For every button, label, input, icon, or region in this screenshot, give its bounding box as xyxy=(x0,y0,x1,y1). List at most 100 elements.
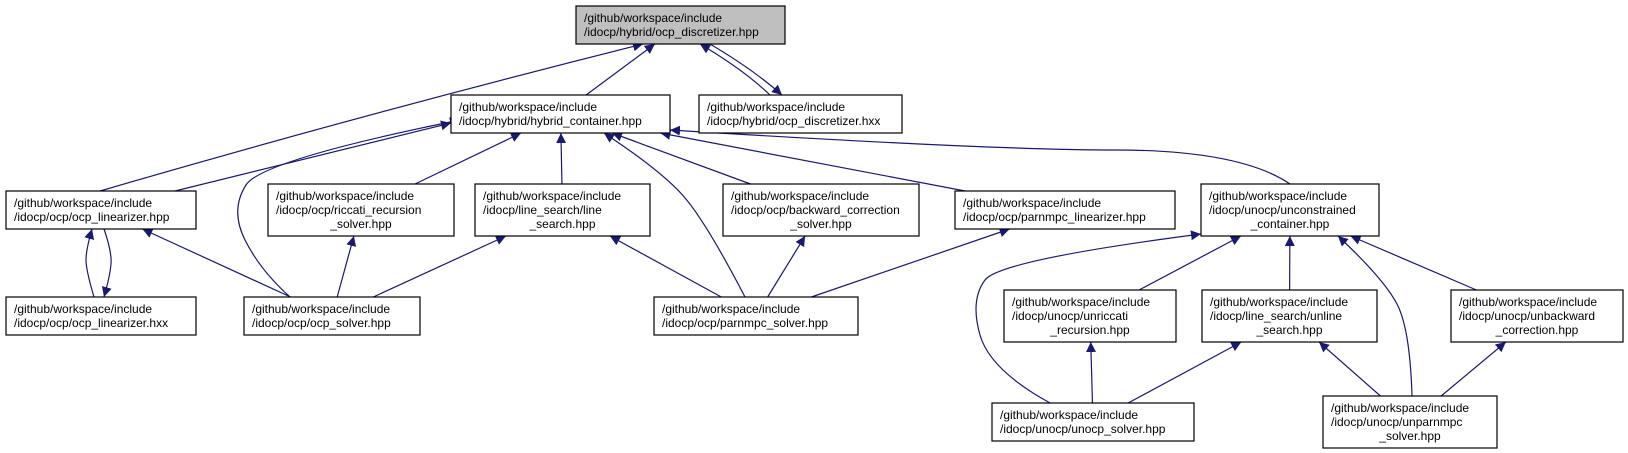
node-box xyxy=(1201,289,1378,343)
node-label-line: _solver.hpp xyxy=(329,217,392,231)
node-ocp_linearizer_hxx[interactable]: /github/workspace/include/idocp/ocp/ocp_… xyxy=(5,296,197,336)
node-label-line: /idocp/hybrid/hybrid_container.hpp xyxy=(459,114,642,128)
edge-unparnmpc_solver_hpp-to-unconstrained_container_hpp xyxy=(1337,235,1413,397)
node-unline_search_hpp[interactable]: /github/workspace/include/idocp/line_sea… xyxy=(1201,289,1378,343)
node-label-line: /github/workspace/include xyxy=(459,100,597,114)
node-label-line: /github/workspace/include xyxy=(1331,401,1469,415)
edge-parnmpc_linearizer_hpp-to-hybrid_container_hpp xyxy=(660,129,966,192)
node-label-line: /idocp/ocp/parnmpc_solver.hpp xyxy=(662,316,828,330)
node-unriccati_recursion_hpp[interactable]: /github/workspace/include/idocp/unocp/un… xyxy=(1003,289,1177,343)
edge-ocp_solver_hpp-to-line_search_hpp xyxy=(373,235,507,298)
edge-ocp_linearizer_hxx-to-ocp_linearizer_hpp xyxy=(84,228,95,298)
edge-unparnmpc_solver_hpp-to-unbackward_correction_hpp xyxy=(1440,341,1507,397)
node-label-line: /github/workspace/include xyxy=(14,302,152,316)
edge-parnmpc_solver_hpp-to-hybrid_container_hpp xyxy=(603,132,746,298)
edge-ocp_discretizer_hxx-to-ocp_discretizer_hpp xyxy=(699,43,771,96)
node-ocp_discretizer_hpp[interactable]: /github/workspace/include/idocp/hybrid/o… xyxy=(575,5,786,45)
node-box xyxy=(1450,289,1624,343)
node-label-line: /idocp/unocp/unriccati xyxy=(1012,309,1128,323)
node-label-line: _solver.hpp xyxy=(789,217,852,231)
edge-ocp_solver_hpp-to-ocp_linearizer_hpp xyxy=(142,228,291,298)
node-label-line: /github/workspace/include xyxy=(483,189,621,203)
node-box xyxy=(722,183,920,237)
node-label-line: /github/workspace/include xyxy=(1209,189,1347,203)
node-label-line: _correction.hpp xyxy=(1495,323,1579,337)
edge-parnmpc_solver_hpp-to-line_search_hpp xyxy=(609,235,722,298)
edge-line_search_hpp-to-hybrid_container_hpp xyxy=(556,132,567,185)
edge-unbackward_correction_hpp-to-unconstrained_container_hpp xyxy=(1350,235,1477,291)
node-box xyxy=(954,190,1176,230)
node-box xyxy=(5,296,197,336)
node-parnmpc_linearizer_hpp[interactable]: /github/workspace/include/idocp/ocp/parn… xyxy=(954,190,1176,230)
node-backward_correction_solver_hpp[interactable]: /github/workspace/include/idocp/ocp/back… xyxy=(722,183,920,237)
node-label-line: /idocp/ocp/ocp_linearizer.hxx xyxy=(14,316,168,330)
edge-ocp_solver_hpp-to-riccati_recursion_solver_hpp xyxy=(336,235,357,298)
node-ocp_solver_hpp[interactable]: /github/workspace/include/idocp/ocp/ocp_… xyxy=(243,296,421,336)
node-hybrid_container_hpp[interactable]: /github/workspace/include/idocp/hybrid/h… xyxy=(450,94,671,134)
node-ocp_discretizer_hxx[interactable]: /github/workspace/include/idocp/hybrid/o… xyxy=(698,94,903,134)
node-label-line: /github/workspace/include xyxy=(731,189,869,203)
node-label-line: /idocp/line_search/unline xyxy=(1210,309,1342,323)
node-label-line: /idocp/ocp/parnmpc_linearizer.hpp xyxy=(963,210,1146,224)
node-label-line: /github/workspace/include xyxy=(276,189,414,203)
node-unconstrained_container_hpp[interactable]: /github/workspace/include/idocp/unocp/un… xyxy=(1200,183,1380,237)
node-label-line: /github/workspace/include xyxy=(1000,408,1138,422)
node-box xyxy=(474,183,651,237)
edge-unocp_solver_hpp-to-unriccati_recursion_hpp xyxy=(1086,341,1097,404)
node-label-line: /github/workspace/include xyxy=(662,302,800,316)
node-box xyxy=(575,5,786,45)
edge-ocp_linearizer_hpp-to-ocp_linearizer_hxx xyxy=(101,228,112,298)
node-label-line: /github/workspace/include xyxy=(1012,295,1150,309)
node-label-line: _container.hpp xyxy=(1250,217,1330,231)
node-label-line: /github/workspace/include xyxy=(707,100,845,114)
node-unbackward_correction_hpp[interactable]: /github/workspace/include/idocp/unocp/un… xyxy=(1450,289,1624,343)
edge-backward_correction_solver_hpp-to-hybrid_container_hpp xyxy=(611,131,751,185)
node-label-line: /idocp/hybrid/ocp_discretizer.hpp xyxy=(584,25,759,39)
edge-ocp_solver_hpp-to-hybrid_container_hpp xyxy=(237,117,461,298)
edge-unconstrained_container_hpp-to-hybrid_container_hpp xyxy=(669,125,1291,185)
edge-ocp_linearizer_hpp-to-ocp_discretizer_hpp xyxy=(99,41,644,192)
node-box xyxy=(1200,183,1380,237)
node-label-line: /idocp/ocp/ocp_solver.hpp xyxy=(252,316,391,330)
node-label-line: /github/workspace/include xyxy=(14,196,152,210)
node-box xyxy=(450,94,671,134)
node-label-line: /idocp/unocp/unocp_solver.hpp xyxy=(1000,422,1166,436)
edge-parnmpc_solver_hpp-to-parnmpc_linearizer_hpp xyxy=(811,227,1010,298)
node-label-line: /github/workspace/include xyxy=(584,11,722,25)
node-unparnmpc_solver_hpp[interactable]: /github/workspace/include/idocp/unocp/un… xyxy=(1322,395,1498,449)
node-ocp_linearizer_hpp[interactable]: /github/workspace/include/idocp/ocp/ocp_… xyxy=(5,190,197,230)
edge-riccati_recursion_solver_hpp-to-hybrid_container_hpp xyxy=(414,132,522,185)
node-box xyxy=(5,190,197,230)
node-label-line: _search.hpp xyxy=(1255,323,1322,337)
node-label-line: /idocp/hybrid/ocp_discretizer.hxx xyxy=(707,114,880,128)
node-label-line: _solver.hpp xyxy=(1378,429,1441,443)
node-label-line: /idocp/line_search/line xyxy=(483,203,602,217)
node-label-line: /idocp/ocp/backward_correction xyxy=(731,203,900,217)
node-label-line: _search.hpp xyxy=(528,217,595,231)
node-box xyxy=(1322,395,1498,449)
edges-layer xyxy=(84,41,1507,404)
edge-ocp_linearizer_hpp-to-hybrid_container_hpp xyxy=(174,120,452,192)
edge-hybrid_container_hpp-to-ocp_discretizer_hpp xyxy=(585,43,656,96)
edge-unocp_solver_hpp-to-unconstrained_container_hpp xyxy=(975,230,1202,404)
node-label-line: /github/workspace/include xyxy=(1459,295,1597,309)
node-label-line: /idocp/unocp/unparnmpc xyxy=(1331,415,1462,429)
node-riccati_recursion_solver_hpp[interactable]: /github/workspace/include/idocp/ocp/ricc… xyxy=(267,183,455,237)
node-label-line: /idocp/ocp/ocp_linearizer.hpp xyxy=(14,210,170,224)
node-line_search_hpp[interactable]: /github/workspace/include/idocp/line_sea… xyxy=(474,183,651,237)
node-label-line: /idocp/unocp/unconstrained xyxy=(1209,203,1356,217)
edge-parnmpc_solver_hpp-to-backward_correction_solver_hpp xyxy=(767,235,806,298)
nodes-layer: /github/workspace/include/idocp/hybrid/o… xyxy=(5,5,1624,449)
node-box xyxy=(698,94,903,134)
node-parnmpc_solver_hpp[interactable]: /github/workspace/include/idocp/ocp/parn… xyxy=(653,296,859,336)
node-label-line: /github/workspace/include xyxy=(252,302,390,316)
node-label-line: _recursion.hpp xyxy=(1049,323,1130,337)
edge-unocp_solver_hpp-to-unline_search_hpp xyxy=(1127,341,1242,404)
node-label-line: /github/workspace/include xyxy=(1210,295,1348,309)
node-label-line: /idocp/unocp/unbackward xyxy=(1459,309,1595,323)
edge-ocp_discretizer_hpp-to-ocp_discretizer_hxx xyxy=(709,43,783,96)
node-unocp_solver_hpp[interactable]: /github/workspace/include/idocp/unocp/un… xyxy=(991,402,1195,442)
node-box xyxy=(653,296,859,336)
edge-unparnmpc_solver_hpp-to-unline_search_hpp xyxy=(1318,341,1381,397)
